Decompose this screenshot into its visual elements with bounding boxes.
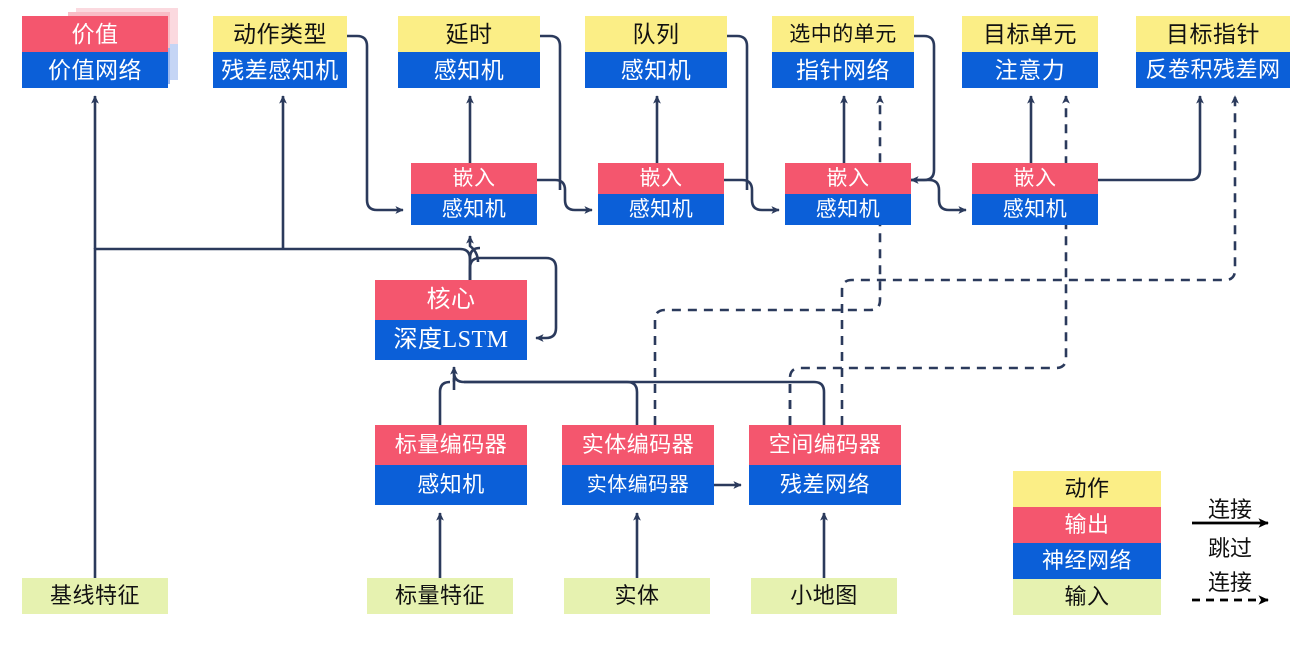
node-entity-encoder[interactable]: 实体编码器 实体编码器 [562,425,714,505]
node-embed-1[interactable]: 嵌入 感知机 [411,163,537,225]
node-entity-encoder-bottom: 实体编码器 [562,465,714,505]
node-spatial-encoder-top: 空间编码器 [749,425,901,465]
node-value-top: 价值 [22,16,168,52]
legend-swatch-network: 神经网络 [1013,543,1161,579]
node-entity-encoder-top: 实体编码器 [562,425,714,465]
node-embed-1-bottom: 感知机 [411,194,537,225]
node-action-type[interactable]: 动作类型 残差感知机 [213,16,347,88]
node-spatial-encoder[interactable]: 空间编码器 残差网络 [749,425,901,505]
node-delay-top: 延时 [398,16,540,52]
node-baseline-features-label: 基线特征 [22,578,168,614]
node-selected-units-top: 选中的单元 [772,16,914,52]
legend-swatch-stack: 动作 输出 神经网络 输入 [1013,471,1161,615]
node-target-unit[interactable]: 目标单元 注意力 [962,16,1098,88]
node-target-point-top: 目标指针 [1136,16,1290,52]
legend-skip-label-line2: 连接 [1207,570,1252,595]
legend-swatch-output: 输出 [1013,507,1161,543]
node-scalar-encoder-top: 标量编码器 [375,425,527,465]
node-action-type-top: 动作类型 [213,16,347,52]
legend-swatch-action: 动作 [1013,471,1161,507]
node-action-type-bottom: 残差感知机 [213,52,347,88]
node-embed-1-top: 嵌入 [411,163,537,194]
node-selected-units[interactable]: 选中的单元 指针网络 [772,16,914,88]
node-entities[interactable]: 实体 [564,578,710,614]
node-scalar-encoder-bottom: 感知机 [375,465,527,505]
node-value[interactable]: 价值 价值网络 [22,16,168,88]
legend-skip-label-line1: 跳过 [1207,536,1252,561]
node-baseline-features[interactable]: 基线特征 [22,578,168,614]
node-selected-units-bottom: 指针网络 [772,52,914,88]
node-delay[interactable]: 延时 感知机 [398,16,540,88]
node-queue-top: 队列 [585,16,727,52]
node-target-point-bottom: 反卷积残差网 [1136,52,1290,88]
node-scalar-encoder[interactable]: 标量编码器 感知机 [375,425,527,505]
node-target-point[interactable]: 目标指针 反卷积残差网 [1136,16,1290,88]
node-entities-label: 实体 [564,578,710,614]
node-spatial-encoder-bottom: 残差网络 [749,465,901,505]
node-minimap-label: 小地图 [751,578,897,614]
node-delay-bottom: 感知机 [398,52,540,88]
node-target-unit-top: 目标单元 [962,16,1098,52]
node-queue-bottom: 感知机 [585,52,727,88]
legend-connection-label: 连接 [1207,497,1252,522]
node-minimap[interactable]: 小地图 [751,578,897,614]
node-value-bottom: 价值网络 [22,52,168,88]
node-scalar-features-label: 标量特征 [367,578,513,614]
node-target-unit-bottom: 注意力 [962,52,1098,88]
legend-swatch-input: 输入 [1013,579,1161,615]
node-scalar-features[interactable]: 标量特征 [367,578,513,614]
node-queue[interactable]: 队列 感知机 [585,16,727,88]
